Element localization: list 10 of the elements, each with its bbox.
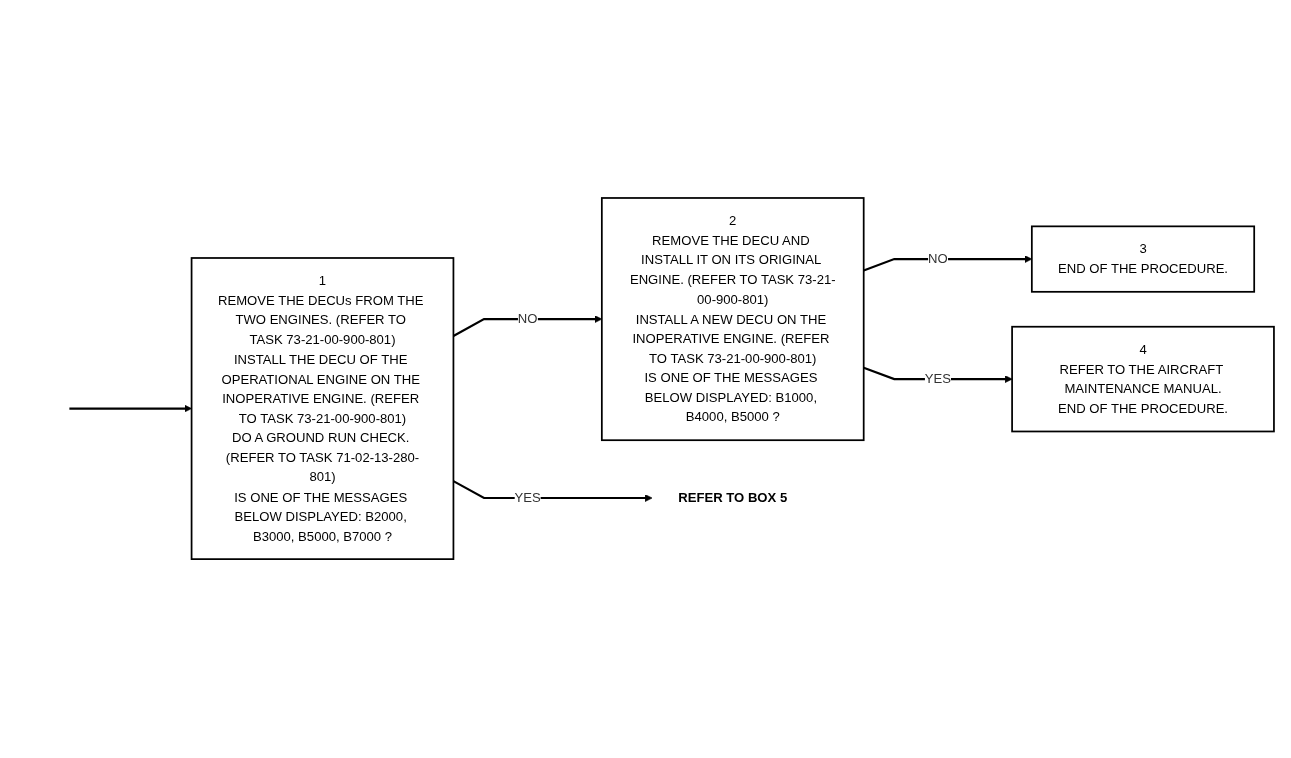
node-box: 1 REMOVE THE DECUs FROM THE TWO ENGINES. (REFER TO TASK 73-21-00-900-801) INSTALL THE DECU OF THE OPERATIONAL ENGINE ON THE INOPERATIVE ENGINE. (REFER TO TASK 73-21-00-900-801) DO A GROUND RUN CHECK. (REFER TO TASK 71-02-13-280-801) IS ONE OF THE MESSAGES BELOW DISPLAYED: B2000, B3000, B5000, B7000 ? (190, 257, 455, 561)
node-box: 2 REMOVE THE DECU AND INSTALL IT ON ITS ORIGINAL ENGINE. (REFER TO TASK 73-21-00-900-801) INSTALL A NEW DECU ON THE INOPERATIVE ENGINE. (REFER TO TASK 73-21-00-900-801) IS ONE OF THE MESSAGES BELOW DISPLAYED: B1000, B4000, B5000 ? (600, 197, 865, 442)
node-box: 4 REFER TO THE AIRCRAFT MAINTENANCE MANUAL. END OF THE PROCEDURE. (1011, 326, 1275, 433)
edge-label: NO (517, 311, 538, 327)
edge-label: YES (514, 490, 541, 506)
node-box: 3 END OF THE PROCEDURE. (1030, 225, 1256, 294)
edge-label: YES (924, 371, 952, 387)
node-text: REFER TO BOX 5 (678, 490, 788, 506)
arrow (69, 405, 192, 413)
edge-label: NO (928, 251, 948, 267)
